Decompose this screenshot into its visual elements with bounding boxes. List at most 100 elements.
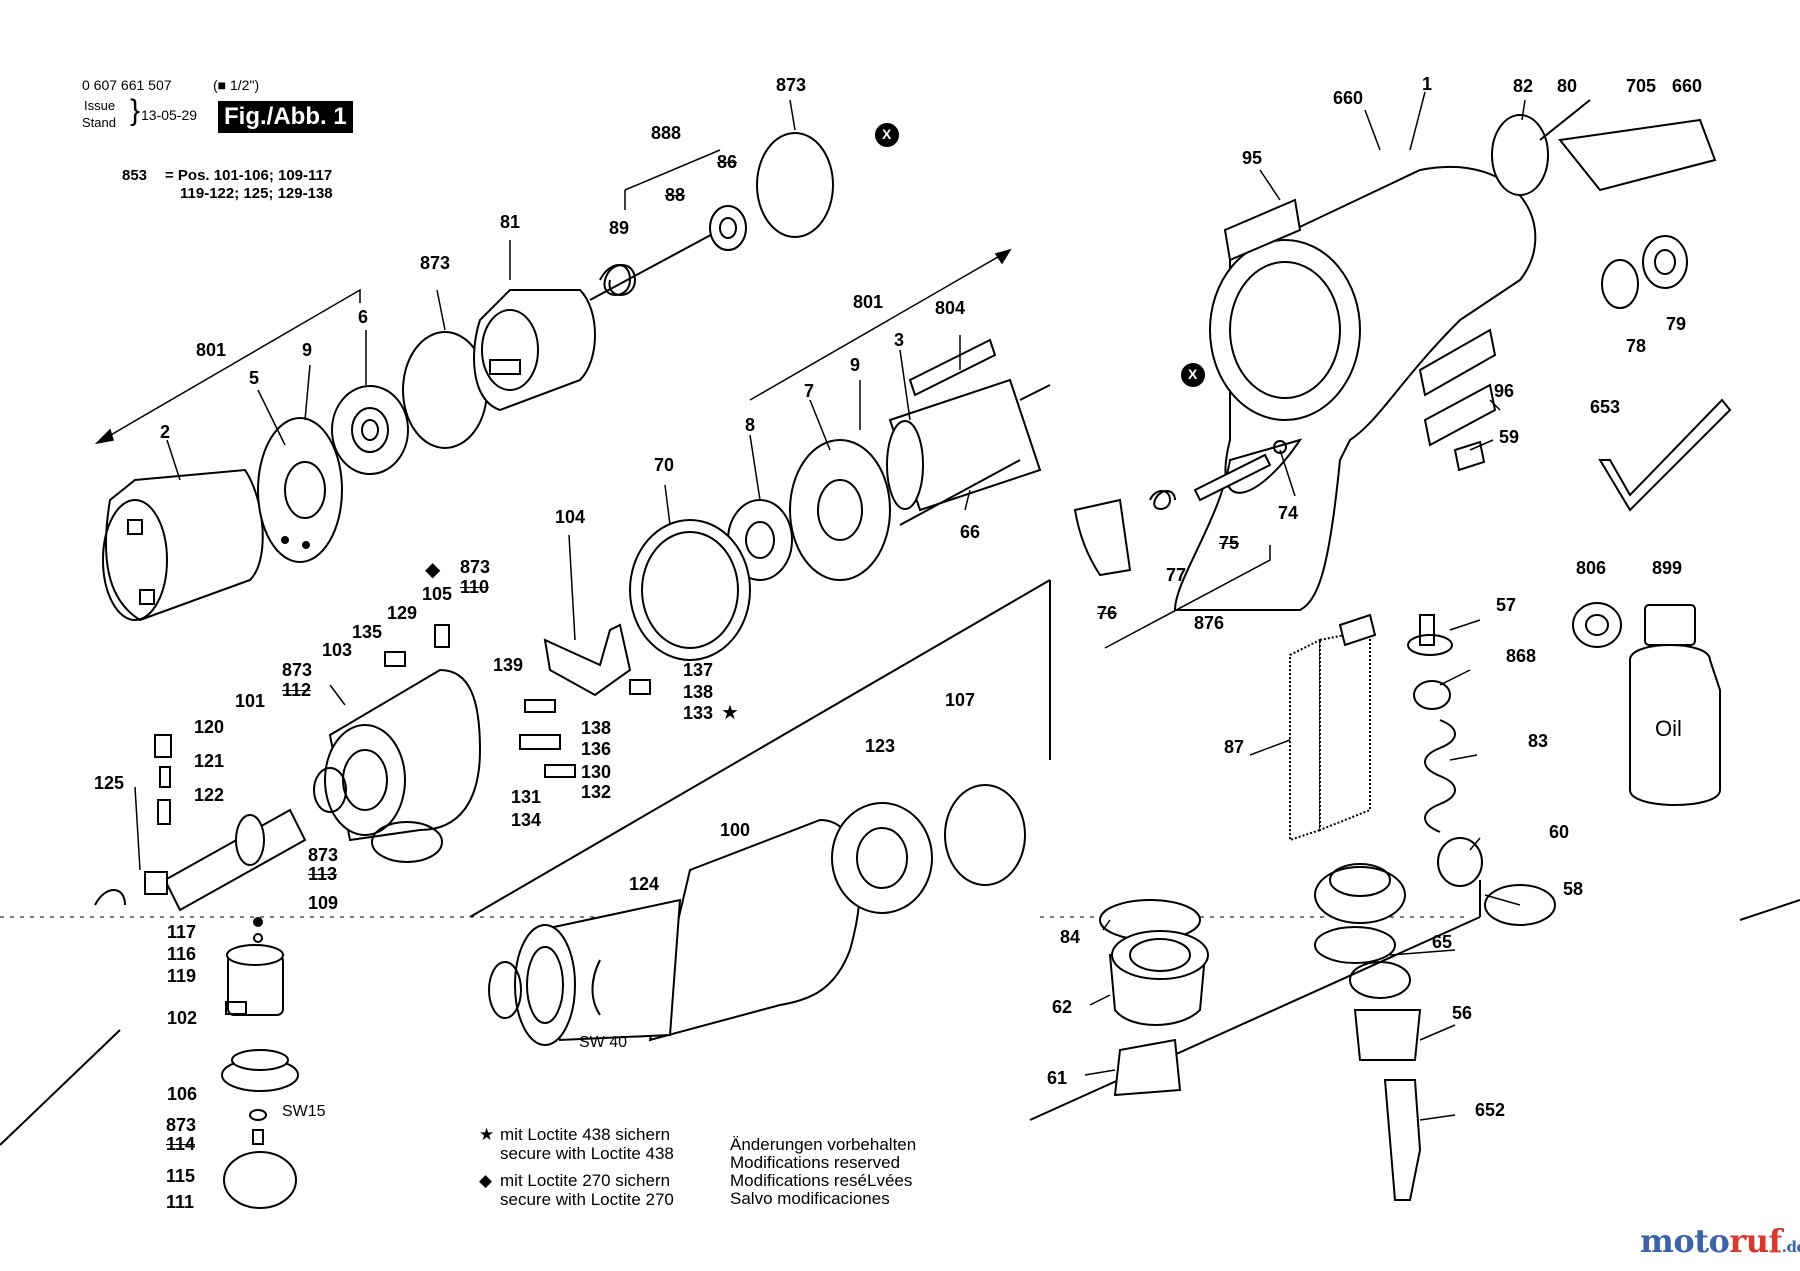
part-label-88: 88 xyxy=(665,185,686,205)
part-label-89: 89 xyxy=(609,218,630,238)
part-label-56: 56 xyxy=(1452,1003,1473,1023)
part-label-136: 136 xyxy=(581,739,612,759)
part-label-80: 80 xyxy=(1557,76,1578,96)
motor-cylinder-2 xyxy=(102,468,264,622)
angle-head-103 xyxy=(324,668,482,842)
part-label-125: 125 xyxy=(94,773,125,793)
section-borders xyxy=(0,579,1800,1146)
part-label-9-a: 9 xyxy=(302,340,313,360)
part-label-888: 888 xyxy=(651,123,682,143)
part-label-873: 873 xyxy=(776,75,807,95)
hex-key-653 xyxy=(1598,398,1732,512)
part-label-110: 110 xyxy=(460,577,490,597)
part-label-119: 119 xyxy=(167,966,197,986)
trigger-76 xyxy=(1073,498,1132,577)
part-label-801-a: 801 xyxy=(196,340,227,360)
collar-106 xyxy=(221,1049,299,1092)
part-label-121: 121 xyxy=(194,751,225,771)
part-label-84: 84 xyxy=(1060,927,1081,947)
housing-81 xyxy=(473,289,596,412)
part-label-873-c: 873 xyxy=(460,557,491,577)
brand-part-3: .de xyxy=(1781,1238,1800,1256)
part-label-116: 116 xyxy=(167,944,197,964)
part-label-705: 705 xyxy=(1626,76,1657,96)
fitting-79 xyxy=(1642,235,1688,289)
kit-line-1: = Pos. 101-106; 109-117 xyxy=(165,167,333,184)
part-label-61: 61 xyxy=(1047,1068,1068,1088)
part-label-130: 130 xyxy=(581,762,612,782)
housing-1 xyxy=(1173,165,1537,612)
part-label-76: 76 xyxy=(1097,603,1118,623)
part-label-75: 75 xyxy=(1219,533,1240,553)
part-label-112: 112 xyxy=(282,680,312,700)
note-mod-fr: Modifications reséLvées xyxy=(730,1171,913,1190)
note-loctite-270-en: secure with Loctite 270 xyxy=(500,1190,674,1209)
o-ring-78 xyxy=(1601,259,1639,309)
part-label-876: 876 xyxy=(1194,613,1225,633)
part-label-9-b: 9 xyxy=(850,355,861,375)
part-label-123: 123 xyxy=(865,736,896,756)
part-label-101: 101 xyxy=(235,691,266,711)
oil-label: Oil xyxy=(1655,716,1682,741)
part-label-120: 120 xyxy=(194,717,225,737)
brand-logo: motoruf.de xyxy=(1640,1222,1800,1260)
part-label-660-a: 660 xyxy=(1333,88,1364,108)
part-label-1: 1 xyxy=(1422,74,1433,94)
part-label-62: 62 xyxy=(1052,997,1073,1017)
pins-130-138 xyxy=(519,679,651,778)
part-label-78: 78 xyxy=(1626,336,1647,356)
part-label-114: 114 xyxy=(166,1134,196,1154)
part-label-137: 137 xyxy=(683,660,714,680)
ring-111 xyxy=(223,1151,297,1209)
plug-59 xyxy=(1453,440,1486,472)
part-label-102: 102 xyxy=(167,1008,198,1028)
snap-ring-107 xyxy=(944,784,1026,886)
part-label-134: 134 xyxy=(511,810,542,830)
o-ring-873-b xyxy=(756,132,834,238)
part-label-109: 109 xyxy=(308,893,339,913)
part-label-74: 74 xyxy=(1278,503,1299,523)
part-label-868: 868 xyxy=(1506,646,1537,666)
rod-88 xyxy=(589,229,721,301)
part-label-6: 6 xyxy=(358,307,369,327)
header-drive: (■ 1/2") xyxy=(213,77,260,93)
part-label-sw40: SW 40 xyxy=(579,1034,628,1051)
oil-bottle-899 xyxy=(1629,604,1721,806)
part-label-3: 3 xyxy=(894,330,905,350)
part-label-sw15: SW15 xyxy=(282,1103,326,1120)
part-label-59: 59 xyxy=(1499,427,1520,447)
part-label-86: 86 xyxy=(717,152,738,172)
o-ring-113 xyxy=(371,821,443,863)
nut-parts-84-62-61 xyxy=(1099,899,1209,1097)
small-parts-lower-left xyxy=(249,917,267,1145)
part-label-7: 7 xyxy=(804,381,815,401)
note-mod-es: Salvo modificaciones xyxy=(730,1189,890,1208)
inlet-parts-right xyxy=(1314,614,1556,1201)
part-label-81: 81 xyxy=(500,212,521,232)
part-label-115: 115 xyxy=(166,1166,196,1186)
bearing-6 xyxy=(331,385,409,475)
spring-77 xyxy=(1149,490,1176,510)
part-label-82: 82 xyxy=(1513,76,1534,96)
pin-75 xyxy=(1193,453,1272,502)
spring-89 xyxy=(599,264,637,296)
x-marker-housing xyxy=(1181,363,1205,387)
note-star-marker: ★ xyxy=(479,1125,495,1144)
part-label-111: 111 xyxy=(166,1192,195,1212)
part-label-113: 113 xyxy=(308,864,338,884)
header-brace: } xyxy=(130,94,141,127)
end-plate-7 xyxy=(789,439,891,581)
note-mod-de: Änderungen vorbehalten xyxy=(730,1135,917,1154)
plate-95 xyxy=(1223,198,1302,262)
plate-96 xyxy=(1423,383,1497,447)
part-label-77: 77 xyxy=(1166,565,1187,585)
part-label-2: 2 xyxy=(160,422,171,442)
part-label-801-b: 801 xyxy=(853,292,884,312)
leader-lines xyxy=(134,91,1526,1121)
spindle-101 xyxy=(144,808,307,912)
part-label-66: 66 xyxy=(960,522,981,542)
cylinder-70 xyxy=(629,519,751,661)
kit-id: 853 xyxy=(122,167,148,184)
part-label-104: 104 xyxy=(555,507,586,527)
star-marker: ★ xyxy=(721,702,739,724)
